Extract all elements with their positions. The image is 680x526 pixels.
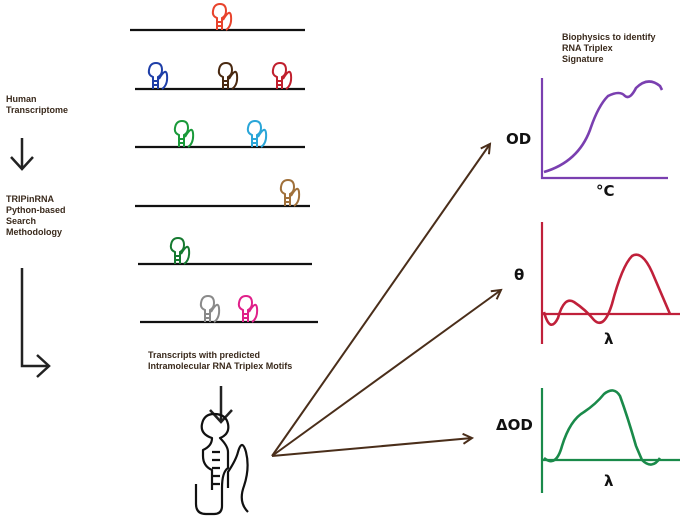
uv-curve	[543, 389, 662, 466]
arrow-to-melting-panel	[271, 144, 490, 457]
panel-cd	[540, 222, 680, 344]
triplex-motif-glyph	[246, 119, 268, 148]
arrow-to-cd-panel	[271, 290, 501, 457]
tripinrna-method-label: TRIPinRNA Python-based Search Methodolog…	[6, 194, 66, 237]
triplex-motif-glyph	[199, 294, 221, 323]
panel-melting-axes	[540, 78, 668, 180]
flow-arrow-down	[10, 138, 34, 171]
triplex-motif-glyph	[237, 294, 259, 323]
triplex-motif-glyph	[279, 178, 301, 207]
triplex-motifs	[147, 2, 301, 323]
panel-uv-ylabel: ΔOD	[496, 416, 533, 434]
biophysics-title: Biophysics to identify RNA Triplex Signa…	[562, 32, 656, 64]
panel-cd-ylabel: θ	[514, 266, 525, 284]
caption-arrow-down	[209, 386, 233, 424]
panel-cd-xlabel: λ	[604, 330, 614, 348]
triplex-motif-glyph	[173, 119, 195, 148]
panel-melting-ylabel: OD	[506, 130, 532, 148]
panel-melting-xlabel: °C	[596, 182, 615, 200]
cd-curve	[542, 253, 672, 326]
triplex-motif-glyph	[211, 2, 233, 31]
panel-melting	[540, 78, 668, 180]
panel-uv	[540, 388, 680, 493]
flow-arrow-elbow	[20, 268, 51, 378]
rna-triplex-structure-icon	[194, 412, 249, 516]
fan-arrows	[271, 144, 501, 457]
triplex-motif-glyph	[271, 61, 293, 90]
human-transcriptome-label: Human Transcriptome	[6, 94, 69, 115]
panel-uv-xlabel: λ	[604, 472, 614, 490]
arrow-to-uv-panel	[271, 438, 472, 457]
triplex-motif-glyph	[147, 61, 169, 90]
triplex-motif-glyph	[169, 236, 191, 265]
melting-curve	[543, 80, 664, 174]
transcripts-caption: Transcripts with predicted Intramolecula…	[148, 350, 293, 371]
triplex-motif-glyph	[217, 61, 239, 90]
